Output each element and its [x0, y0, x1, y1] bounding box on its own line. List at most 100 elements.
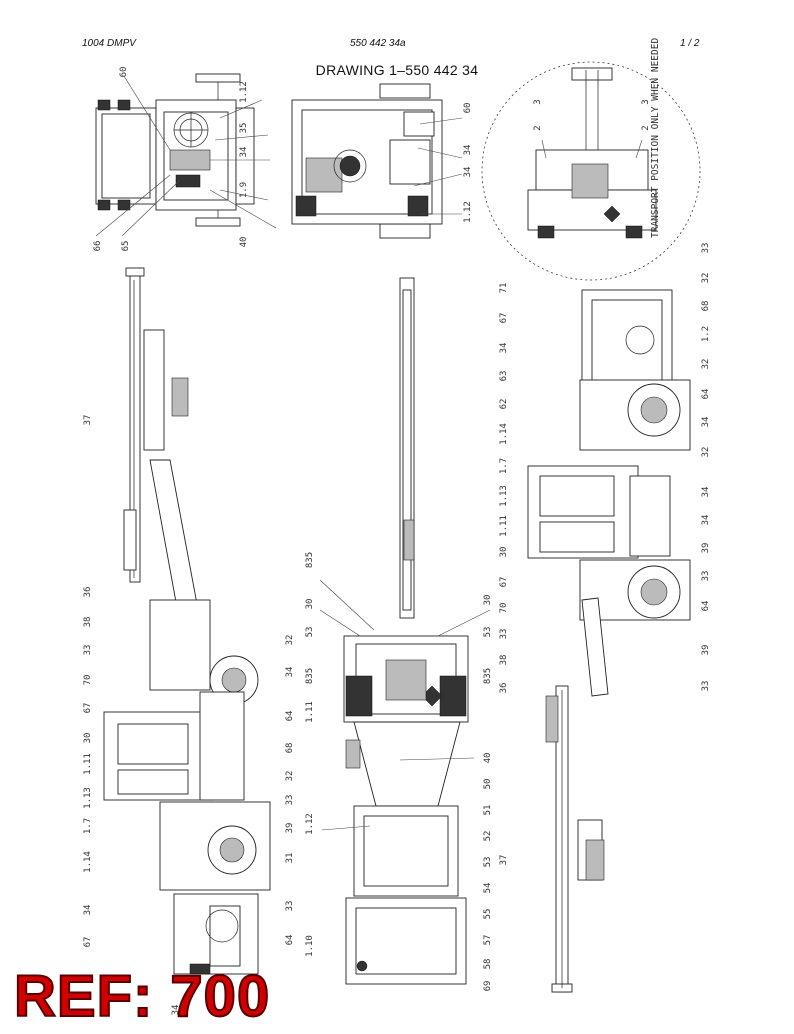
callout-left-view-7: 1.11	[83, 753, 93, 775]
callout-mid-view-10: 51	[483, 805, 493, 816]
callout-right-view-14: 36	[499, 683, 509, 694]
callout-mid-view-5: 835	[483, 668, 493, 684]
callout-left-view-14: 34	[285, 667, 295, 678]
callout-left-view-6: 30	[83, 733, 93, 744]
callout-top-left-7: 66	[93, 241, 103, 252]
callout-left-view-16: 68	[285, 743, 295, 754]
callout-right-view-26: 33	[701, 571, 711, 582]
callout-mid-view-9: 50	[483, 779, 493, 790]
detail-transport-position: TRANSPORT POSITION ONLY WHEN NEEDED	[481, 38, 701, 281]
callout-right-view-10: 67	[499, 577, 509, 588]
callout-detail-0: 2	[533, 125, 543, 130]
callout-right-view-12: 33	[499, 629, 509, 640]
callout-top-left-2: 35	[239, 123, 249, 134]
callout-left-view-9: 1.7	[83, 818, 93, 834]
callout-top-mid-0: 60	[463, 103, 473, 114]
callout-right-view-13: 38	[499, 655, 509, 666]
callout-right-view-18: 1.2	[701, 326, 711, 342]
callout-left-view-23: 34	[171, 1005, 181, 1016]
callout-mid-view-19: 1.10	[305, 935, 315, 957]
callout-right-view-28: 39	[701, 645, 711, 656]
callout-right-view-5: 1.14	[499, 423, 509, 445]
callout-right-view-29: 33	[701, 681, 711, 692]
callout-right-view-11: 70	[499, 603, 509, 614]
callout-top-left-1: 1.12	[239, 81, 249, 103]
view-top-middle	[291, 83, 463, 239]
callout-top-left-4: 1.9	[239, 182, 249, 198]
view-top-left	[95, 73, 277, 237]
callout-mid-view-13: 54	[483, 883, 493, 894]
view-left-side	[103, 267, 271, 975]
callout-right-view-4: 62	[499, 399, 509, 410]
callout-left-view-21: 33	[285, 901, 295, 912]
callout-right-view-6: 1.7	[499, 458, 509, 474]
callout-mid-view-17: 69	[483, 981, 493, 992]
callout-right-view-15: 33	[701, 243, 711, 254]
view-right-side	[527, 289, 691, 993]
callout-mid-view-16: 58	[483, 959, 493, 970]
callout-top-mid-3: 1.12	[463, 201, 473, 223]
callout-left-view-5: 67	[83, 703, 93, 714]
callout-right-view-23: 34	[701, 487, 711, 498]
view-middle-top	[319, 277, 491, 985]
reference-stamp: REF: 700	[13, 964, 271, 1029]
callout-left-view-22: 64	[285, 935, 295, 946]
callout-right-view-24: 34	[701, 515, 711, 526]
callout-left-view-13: 32	[285, 635, 295, 646]
callout-left-view-0: 37	[83, 415, 93, 426]
callout-right-view-3: 63	[499, 371, 509, 382]
callout-right-view-2: 34	[499, 343, 509, 354]
callout-mid-view-11: 52	[483, 831, 493, 842]
callout-mid-view-18: 1.12	[305, 813, 315, 835]
callout-right-view-16: 32	[701, 273, 711, 284]
header-page-number: 1 / 2	[680, 38, 700, 49]
callout-right-view-25: 39	[701, 543, 711, 554]
callout-top-left-5: 40	[239, 237, 249, 248]
callout-left-view-15: 64	[285, 711, 295, 722]
callout-right-view-27: 64	[701, 601, 711, 612]
callout-top-left-0: 60	[119, 67, 129, 78]
callout-left-view-1: 36	[83, 587, 93, 598]
callout-left-view-2: 38	[83, 617, 93, 628]
callout-right-view-19: 32	[701, 359, 711, 370]
callout-mid-view-6: 1.11	[305, 701, 315, 723]
callout-left-view-10: 1.14	[83, 851, 93, 873]
callout-top-left-3: 34	[239, 147, 249, 158]
callout-right-view-30: 37	[499, 855, 509, 866]
callout-mid-view-15: 57	[483, 935, 493, 946]
callout-left-view-12: 67	[83, 937, 93, 948]
callout-detail-1: 3	[533, 99, 543, 104]
callout-right-view-9: 30	[499, 547, 509, 558]
callout-right-view-0: 71	[499, 283, 509, 294]
callout-left-view-11: 34	[83, 905, 93, 916]
callout-mid-view-14: 55	[483, 909, 493, 920]
callout-left-view-4: 70	[83, 675, 93, 686]
callout-right-view-7: 1.13	[499, 485, 509, 507]
callout-right-view-21: 34	[701, 417, 711, 428]
callout-mid-view-1: 30	[305, 599, 315, 610]
callout-right-view-20: 64	[701, 389, 711, 400]
callout-left-view-20: 31	[285, 853, 295, 864]
callout-right-view-1: 67	[499, 313, 509, 324]
callout-mid-view-4: 53	[483, 627, 493, 638]
detail-note-text: TRANSPORT POSITION ONLY WHEN NEEDED	[650, 38, 661, 238]
callout-mid-view-7: 835	[305, 668, 315, 684]
callout-right-view-22: 32	[701, 447, 711, 458]
callout-right-view-17: 68	[701, 301, 711, 312]
callout-right-view-8: 1.11	[499, 515, 509, 537]
header-drawing-number: 550 442 34a	[350, 38, 406, 49]
callout-top-left-6: 65	[121, 241, 131, 252]
callout-left-view-3: 33	[83, 645, 93, 656]
callout-top-mid-1: 34	[463, 145, 473, 156]
callout-detail-3: 3	[641, 99, 651, 104]
header-document-code: 1004 DMPV	[82, 38, 136, 49]
callout-mid-view-3: 30	[483, 595, 493, 606]
callout-mid-view-0: 835	[305, 552, 315, 568]
callout-mid-view-2: 53	[305, 627, 315, 638]
callout-mid-view-8: 40	[483, 753, 493, 764]
callout-left-view-18: 33	[285, 795, 295, 806]
callout-detail-2: 2	[641, 125, 651, 130]
callout-mid-view-12: 53	[483, 857, 493, 868]
callout-labels: 601.1235341.94065666034341.1223233736383…	[83, 67, 711, 1016]
